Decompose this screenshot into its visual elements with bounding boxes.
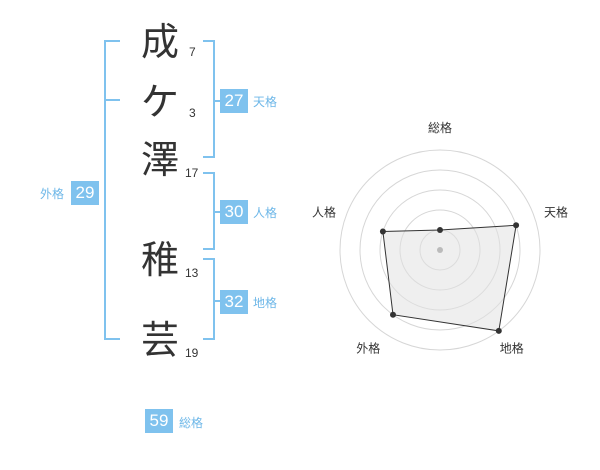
chikaku-connector	[213, 300, 221, 302]
tenkaku-value-badge: 27	[220, 89, 248, 113]
radar-point-1	[437, 227, 443, 233]
jinkaku-bracket-top	[203, 172, 215, 174]
gaikaku-bracket-top	[104, 40, 120, 42]
radar-point-3	[495, 327, 502, 334]
stroke-count-4: 13	[185, 266, 199, 280]
gaikaku-label: 外格	[40, 187, 65, 201]
name-char-4: 稚	[140, 238, 179, 282]
chikaku-value-badge: 32	[220, 290, 248, 314]
tenkaku-bracket-top	[203, 40, 215, 42]
tenkaku-bracket-vertical	[213, 40, 215, 158]
soukaku-value-badge: 59	[145, 409, 173, 433]
stroke-count-1: 7	[189, 45, 196, 59]
name-char-3: 澤	[140, 138, 179, 182]
radar-axis-label-3: 地格	[500, 341, 524, 356]
soukaku-label: 総格	[179, 416, 204, 430]
radar-axis-label-4: 外格	[356, 341, 380, 356]
tenkaku-connector	[213, 100, 221, 102]
jinkaku-label: 人格	[253, 206, 278, 220]
tenkaku-label: 天格	[253, 95, 278, 109]
stroke-count-3: 17	[185, 166, 199, 180]
name-char-2: ケ	[140, 80, 179, 124]
gaikaku-value-badge: 29	[71, 181, 99, 205]
radar-axis-label-5: 人格	[312, 204, 336, 219]
radar-ring-5	[339, 149, 541, 351]
chikaku-bracket-top	[203, 258, 215, 260]
radar-axis-label-1: 総格	[428, 120, 452, 135]
radar-center-dot	[437, 247, 443, 253]
radar-point-4	[390, 311, 396, 318]
radar-ring-4	[359, 169, 521, 331]
radar-point-2	[513, 222, 520, 229]
jinkaku-connector	[213, 211, 221, 213]
chikaku-bracket-vertical	[213, 258, 215, 340]
tenkaku-bracket-bottom	[203, 156, 215, 158]
gaikaku-bracket-middle	[104, 99, 120, 101]
name-char-1: 成	[140, 20, 179, 64]
name-char-5: 芸	[140, 318, 179, 362]
stroke-count-2: 3	[189, 106, 196, 120]
radar-point-5	[379, 228, 386, 235]
stroke-count-5: 19	[185, 346, 199, 360]
radar-axis-label-2: 天格	[544, 204, 568, 219]
chikaku-label: 地格	[253, 296, 278, 310]
jinkaku-value-badge: 30	[220, 200, 248, 224]
gaikaku-bracket-bottom	[104, 338, 120, 340]
gaikaku-bracket-vertical	[104, 40, 106, 340]
chikaku-bracket-bottom	[203, 338, 215, 340]
radar-data-polygon	[382, 224, 517, 332]
jinkaku-bracket-bottom	[203, 248, 215, 250]
